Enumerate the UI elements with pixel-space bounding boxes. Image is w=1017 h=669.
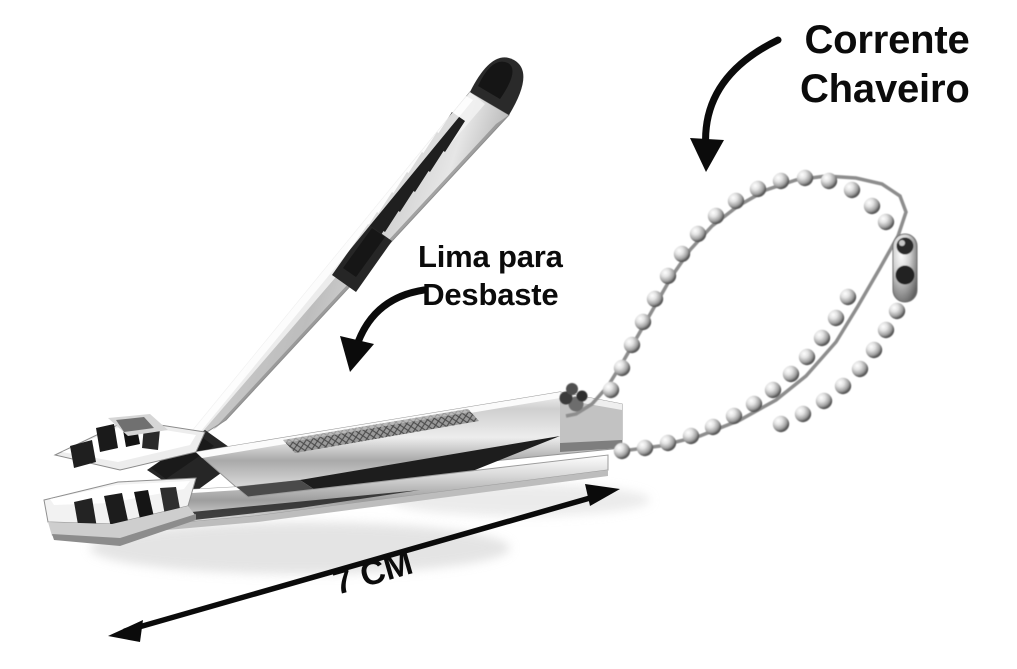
file-callout-line2: Desbaste xyxy=(422,276,559,312)
chain-callout-label: Corrente Chaveiro xyxy=(800,18,970,112)
clipper-base-rail xyxy=(109,454,609,534)
chain-attachment xyxy=(559,383,588,412)
ball-chain-keyring xyxy=(559,169,918,460)
clipper-lever-arm xyxy=(147,57,524,497)
file-callout-label: Lima para Desbaste xyxy=(418,239,563,312)
nail-file-surface xyxy=(283,409,479,453)
clipper-cutting-jaw xyxy=(43,414,206,546)
chain-callout-line2: Chaveiro xyxy=(800,66,970,111)
grip-ridges xyxy=(357,112,465,252)
file-callout-line1: Lima para xyxy=(418,239,563,274)
chain-callout-line1: Corrente xyxy=(804,18,970,62)
chain-clasp xyxy=(892,233,918,303)
dimension-line xyxy=(108,484,620,642)
file-callout-arrow xyxy=(340,286,428,372)
chain-callout-arrow xyxy=(690,36,782,172)
